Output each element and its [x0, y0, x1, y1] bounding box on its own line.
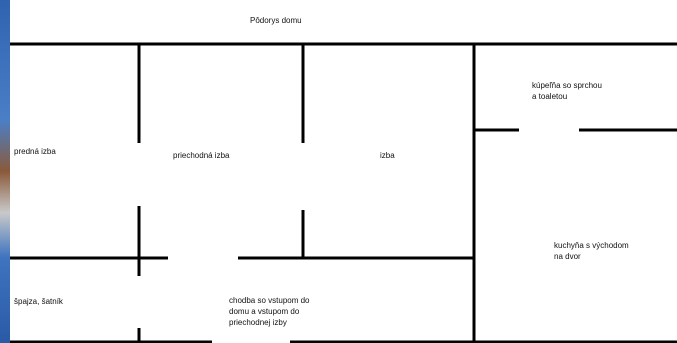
room-label-bathroom: kúpeľňa so sprchou a toaletou [532, 81, 602, 101]
room-label-pantry: špajza, šatník [14, 297, 63, 306]
room-label-kitchen: kuchyňa s východom na dvor [554, 241, 629, 261]
room-label-corridor: chodba so vstupom do domu a vstupom do p… [229, 296, 310, 327]
plan-title: Pôdorys domu [250, 16, 302, 25]
room-label-walkthrough-room: priechodná izba [173, 151, 230, 160]
left-edge-photo-fragment [0, 0, 10, 343]
room-label-room: izba [380, 151, 395, 160]
room-label-front-room: predná izba [14, 147, 56, 156]
